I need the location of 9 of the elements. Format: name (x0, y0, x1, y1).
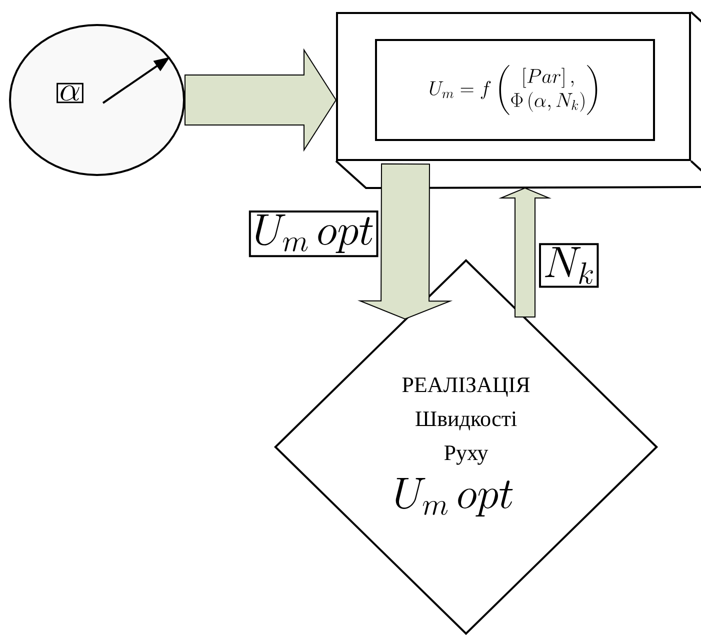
formula-box: $\alpha$ (56, 82, 84, 104)
dial-ellipse (9, 24, 185, 176)
formula-box: $U_m = f\left(\begin{matrix}\left[Par\right],\\ \Phi\left(\alpha,N_k\right)\end{matrix}\right)$ (375, 39, 655, 141)
block-arrow (184, 48, 337, 152)
edge-label: $U_m\,opt$ (248, 210, 378, 258)
block-arrow (498, 187, 552, 318)
edge-label: $N_k$ (539, 243, 599, 288)
block-box (335, 11, 701, 189)
block-arrow (357, 163, 453, 320)
